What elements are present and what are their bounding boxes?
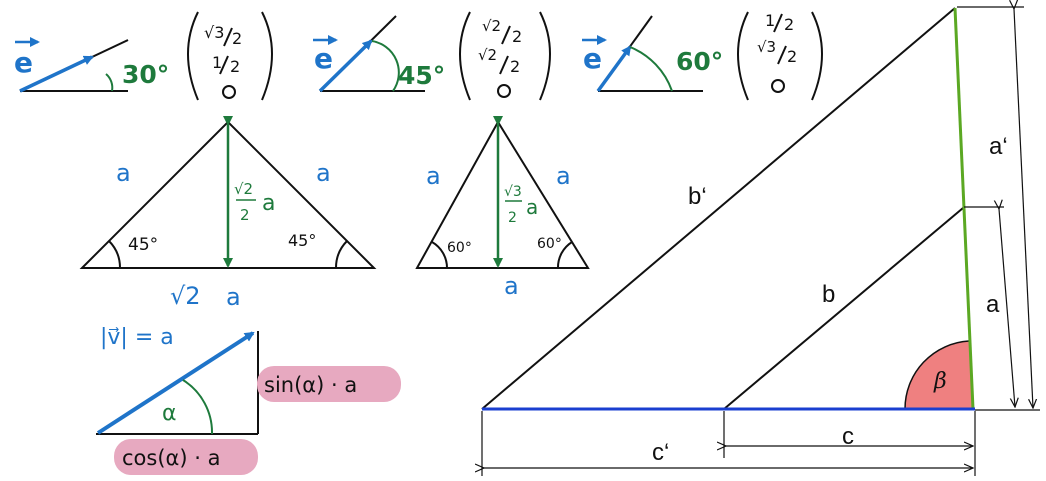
vector-e-arrow bbox=[19, 55, 94, 93]
dim-a-arrow bbox=[999, 209, 1015, 407]
base-var: a bbox=[226, 283, 241, 311]
sin-highlight bbox=[257, 366, 401, 402]
angle-arc-left bbox=[431, 241, 449, 269]
right-paren bbox=[811, 11, 823, 101]
sin-60-sqrt: √3 bbox=[757, 38, 776, 56]
unit-vector-60: e 60° 1 2 √3 2 bbox=[582, 11, 823, 101]
sin-45-sqrt: √2 bbox=[478, 46, 497, 64]
angle-arc-right bbox=[334, 240, 348, 269]
side-right-label: a bbox=[316, 159, 331, 187]
cos-30-sqrt: √3 bbox=[204, 23, 224, 42]
beta-angle-fill bbox=[904, 341, 973, 409]
sin-60-slash bbox=[777, 45, 787, 65]
side-right-label: a bbox=[556, 162, 571, 190]
vector-e-label: e bbox=[14, 46, 33, 79]
sin-45-den: 2 bbox=[510, 57, 520, 76]
cos-30-den: 2 bbox=[232, 29, 242, 48]
right-paren bbox=[261, 11, 273, 101]
triangle-45-45-90: a a 45° 45° √2 2 a √2 a bbox=[79, 116, 377, 311]
label-b-prime: b‘ bbox=[688, 183, 707, 210]
height-sqrt: √2 bbox=[234, 180, 253, 198]
sin-component-label: sin(α) · a bbox=[264, 373, 357, 397]
cos-30-slash bbox=[223, 27, 233, 47]
vector-e-arrow bbox=[318, 39, 373, 93]
beta-angle-arc bbox=[904, 340, 970, 410]
height-den: 2 bbox=[240, 206, 250, 224]
zero-60 bbox=[771, 79, 785, 93]
height-var: a bbox=[526, 195, 538, 219]
alpha-arc bbox=[182, 379, 214, 435]
triangle-outline bbox=[415, 120, 590, 269]
side-left-label: a bbox=[426, 162, 441, 190]
angle-45-label: 45° bbox=[398, 61, 445, 90]
cos-highlight bbox=[114, 439, 258, 475]
label-a: a bbox=[986, 291, 1000, 318]
unit-vector-30: e 30° √3 2 1 2 bbox=[14, 11, 273, 101]
angle-right-label: 60° bbox=[537, 236, 562, 252]
angle-left-label: 60° bbox=[447, 240, 472, 256]
angle-arc bbox=[371, 40, 400, 92]
sin-60-den: 2 bbox=[787, 47, 797, 66]
sin-30-num: 1 bbox=[212, 53, 222, 72]
label-c-prime: c‘ bbox=[652, 439, 669, 466]
base-label: a bbox=[504, 272, 519, 300]
sin-30-den: 2 bbox=[230, 57, 240, 76]
label-a-prime: a‘ bbox=[989, 133, 1008, 160]
angle-arc-left bbox=[108, 240, 122, 269]
vector-e-label: e bbox=[583, 42, 602, 75]
base-sqrt: √2 bbox=[170, 282, 201, 310]
left-paren bbox=[737, 11, 749, 101]
right-paren bbox=[539, 11, 551, 101]
side-left-label: a bbox=[116, 159, 131, 187]
similar-triangles: β b‘ b a‘ a c c‘ bbox=[482, 7, 1040, 476]
angle-30-label: 30° bbox=[122, 60, 169, 89]
height-den: 2 bbox=[508, 210, 517, 226]
cos-60-den: 2 bbox=[784, 15, 794, 34]
magnitude-label: |v⃗| = a bbox=[100, 325, 174, 350]
segment-a-prime bbox=[953, 7, 975, 410]
angle-60-label: 60° bbox=[676, 47, 723, 76]
height-sqrt: √3 bbox=[504, 184, 522, 200]
sin-45-slash bbox=[499, 55, 509, 75]
angle-arc-right bbox=[556, 241, 573, 269]
vector-v-arrow bbox=[96, 331, 255, 435]
beta-label: β bbox=[933, 369, 947, 394]
triangle-outline bbox=[79, 120, 377, 269]
triangle-equilateral: a a 60° 60° √3 2 a a bbox=[415, 116, 590, 300]
left-paren bbox=[187, 11, 199, 101]
label-b: b bbox=[822, 281, 835, 308]
alpha-label: α bbox=[162, 401, 177, 426]
cos-45-slash bbox=[501, 25, 511, 45]
unit-vector-45: e 45° √2 2 √2 2 bbox=[313, 11, 551, 101]
cos-45-den: 2 bbox=[512, 27, 522, 46]
sin-30-slash bbox=[219, 55, 229, 75]
left-paren bbox=[459, 11, 471, 101]
angle-right-label: 45° bbox=[288, 231, 316, 250]
cos-60-slash bbox=[773, 13, 783, 33]
vector-e-arrow bbox=[596, 45, 632, 93]
segment-b bbox=[723, 207, 964, 410]
zero-30 bbox=[222, 85, 236, 99]
segment-b-prime bbox=[481, 7, 956, 410]
cos-45-sqrt: √2 bbox=[482, 17, 501, 35]
dim-a-prime-arrow bbox=[1014, 9, 1033, 408]
vector-decomposition: α |v⃗| = a sin(α) · a cos(α) · a bbox=[96, 325, 401, 475]
vector-e-label: e bbox=[314, 42, 333, 75]
cos-60-num: 1 bbox=[765, 11, 775, 30]
height-var: a bbox=[262, 191, 275, 216]
angle-arc bbox=[105, 73, 114, 92]
angle-left-label: 45° bbox=[128, 235, 158, 255]
angle-arc bbox=[629, 46, 673, 92]
cos-component-label: cos(α) · a bbox=[122, 446, 220, 470]
zero-45 bbox=[497, 84, 511, 98]
